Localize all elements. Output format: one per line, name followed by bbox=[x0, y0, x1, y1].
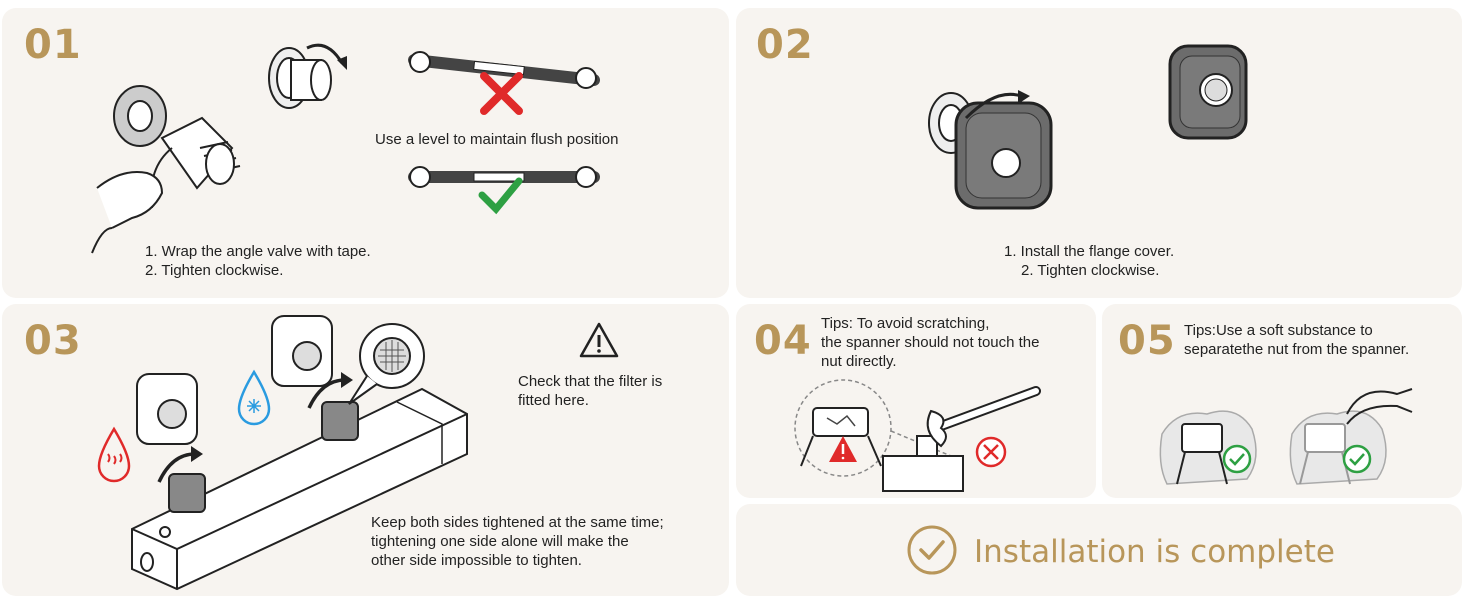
check-circle-icon bbox=[907, 525, 957, 575]
step-01-panel: 01 Use a level to maintain flush positio… bbox=[2, 8, 729, 298]
step-number: 01 bbox=[24, 22, 82, 68]
tighten-note: Keep both sides tightened at the same ti… bbox=[371, 514, 664, 569]
step-number: 02 bbox=[756, 22, 814, 68]
incorrect-level-illustration bbox=[408, 51, 600, 115]
step-05-panel: 05 Tips:Use a soft substance to separate… bbox=[1102, 304, 1462, 498]
instruction-1: 1. Wrap the angle valve with tape. bbox=[145, 243, 371, 260]
step-number: 03 bbox=[24, 318, 82, 364]
warning-icon bbox=[579, 322, 619, 358]
step-03-panel: 03 Check bbox=[2, 304, 729, 596]
instruction-2: 2. Tighten clockwise. bbox=[1021, 262, 1160, 279]
fitting-tighten-illustration bbox=[268, 43, 347, 109]
step-number: 04 bbox=[754, 318, 812, 364]
filter-note: Check that the filter is fitted here. bbox=[518, 373, 663, 409]
step-04-panel: 04 Tips: To avoid scratching, the spanne… bbox=[736, 304, 1096, 498]
completion-panel: Installation is complete bbox=[736, 504, 1462, 596]
completion-label: Installation is complete bbox=[974, 534, 1335, 570]
thermostatic-body-illustration bbox=[97, 315, 468, 591]
tip-text: Tips: To avoid scratching, the spanner s… bbox=[821, 315, 1040, 370]
step-number: 05 bbox=[1118, 318, 1176, 364]
correct-level-illustration bbox=[408, 166, 600, 215]
soft-cloth-spanner-illustration bbox=[1159, 388, 1413, 485]
instruction-2: 2. Tighten clockwise. bbox=[145, 262, 284, 279]
step-02-panel: 02 1. Install the flange cover. 2. Tight… bbox=[736, 8, 1462, 298]
flange-cover-installed-illustration bbox=[1168, 44, 1248, 140]
tip-text: Tips:Use a soft substance to separatethe… bbox=[1184, 322, 1410, 358]
instruction-1: 1. Install the flange cover. bbox=[1004, 243, 1175, 260]
flange-cover-install-illustration bbox=[928, 90, 1053, 210]
level-note: Use a level to maintain flush position bbox=[375, 131, 619, 148]
angle-valve-tape-illustration bbox=[91, 85, 241, 254]
spanner-no-touch-illustration bbox=[794, 379, 1041, 492]
